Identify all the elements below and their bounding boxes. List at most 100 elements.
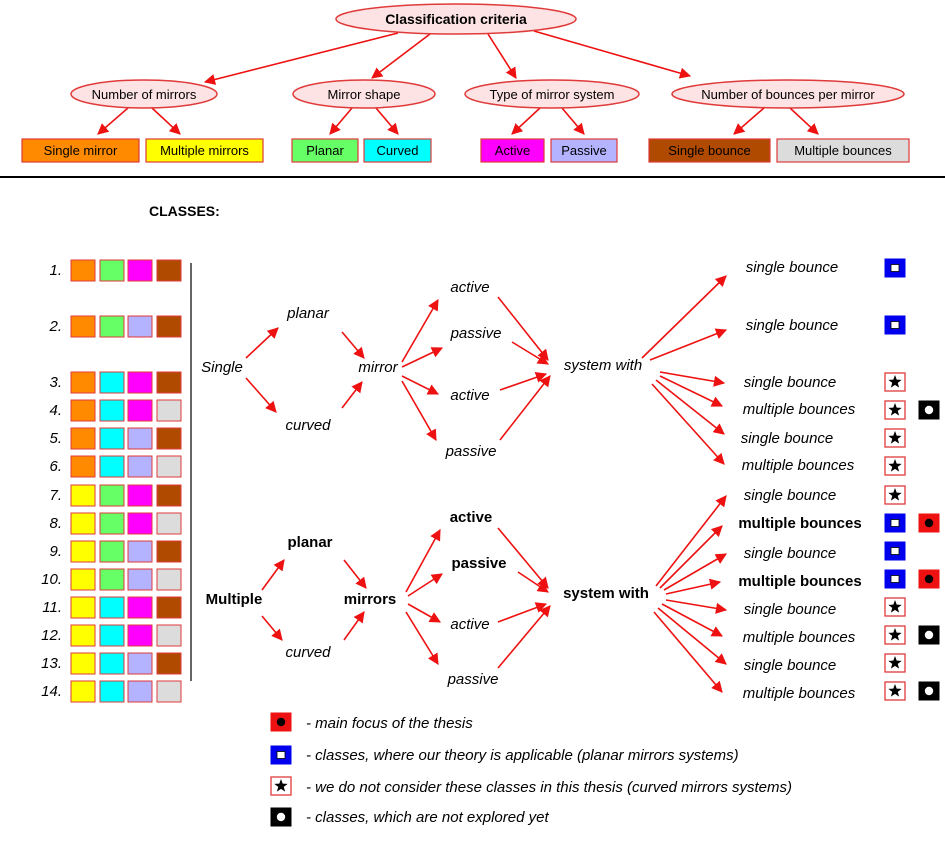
criterion-ellipse — [292, 79, 436, 109]
main-focus-icon — [918, 569, 940, 589]
connector-arrow — [665, 599, 728, 614]
class-color-swatch — [70, 399, 96, 422]
shape-node: planar — [287, 534, 332, 551]
connector-arrow — [641, 275, 727, 359]
option-label: Passive — [561, 143, 607, 158]
class-color-swatch — [70, 624, 96, 647]
connector-arrow — [245, 327, 279, 359]
class-color-swatch — [70, 315, 96, 338]
planar-theory-icon — [884, 569, 906, 589]
class-row: 8. — [49, 512, 182, 535]
class-color-swatch — [127, 455, 153, 478]
criterion-label: Type of mirror system — [490, 87, 615, 102]
connector-arrow — [341, 331, 365, 359]
curved-star-icon — [884, 653, 906, 673]
connector-arrow — [375, 107, 399, 135]
class-color-swatch — [156, 484, 182, 507]
connector-arrow — [261, 615, 283, 641]
connector-arrow — [343, 611, 365, 641]
legend: - main focus of the thesis - classes, wh… — [270, 712, 792, 827]
option-box — [776, 138, 910, 163]
connector-arrow — [533, 30, 692, 79]
leaf-label: multiple bounces — [738, 515, 861, 532]
connector-arrow — [245, 377, 277, 413]
class-color-swatch — [127, 259, 153, 282]
planar-theory-icon — [884, 315, 906, 335]
class-rows: 1.2.3.4.5.6.7.8.9.10.11.12.13.14. — [41, 259, 182, 703]
connector-arrow — [659, 371, 726, 387]
leaf-label: multiple bounces — [743, 401, 856, 418]
classes-heading: CLASSES: — [149, 203, 220, 219]
connector-arrow — [405, 611, 439, 665]
main-focus-icon — [918, 513, 940, 533]
legend-text: - classes, which are not explored yet — [306, 809, 549, 826]
connector-arrow — [511, 107, 541, 135]
leaf-label: multiple bounces — [742, 457, 855, 474]
class-number: 7. — [49, 487, 62, 504]
class-number: 13. — [41, 655, 62, 672]
option-label: Single mirror — [44, 143, 118, 158]
class-row: 2. — [48, 315, 182, 338]
connector-arrow — [499, 375, 551, 441]
leaf-label: single bounce — [744, 374, 837, 391]
class-number: 4. — [49, 402, 62, 419]
class-number: 1. — [49, 262, 62, 279]
class-color-swatch — [70, 568, 96, 591]
option-label: Curved — [377, 143, 419, 158]
connector-arrow — [663, 553, 727, 591]
legend-text: - classes, where our theory is applicabl… — [306, 747, 739, 764]
option-box — [648, 138, 771, 163]
class-color-swatch — [70, 484, 96, 507]
class-number: 10. — [41, 571, 62, 588]
connector-arrow — [659, 525, 723, 589]
class-color-swatch — [127, 680, 153, 703]
class-color-swatch — [127, 427, 153, 450]
connector-arrow — [487, 33, 517, 79]
class-color-swatch — [127, 315, 153, 338]
class-color-swatch — [127, 624, 153, 647]
connector-arrow — [733, 107, 765, 135]
connector-arrow — [659, 375, 724, 407]
class-row: 11. — [42, 596, 182, 619]
connector-arrow — [343, 559, 367, 589]
class-color-swatch — [99, 512, 125, 535]
shape-node: planar — [286, 305, 330, 322]
class-number: 12. — [41, 627, 62, 644]
class-number: 11. — [42, 599, 62, 616]
type-node: passive — [445, 443, 497, 460]
connector-arrow — [497, 527, 549, 589]
class-row: 10. — [41, 568, 182, 591]
class-number: 9. — [49, 543, 62, 560]
unexplored-icon — [270, 807, 292, 827]
criterion-ellipse — [70, 79, 218, 109]
main-focus-icon — [270, 712, 292, 732]
curved-star-icon — [270, 776, 292, 796]
connector-arrow — [405, 529, 441, 593]
curved-star-icon — [884, 597, 906, 617]
single-tree: Single planar curved mirror active passi… — [201, 259, 856, 474]
shape-node: curved — [285, 644, 331, 661]
system-node: system with — [563, 585, 649, 602]
leaf-symbols — [884, 258, 940, 701]
leaf-label: single bounce — [744, 601, 837, 618]
connector-arrow — [661, 603, 723, 637]
class-color-swatch — [127, 371, 153, 394]
connector-arrow — [561, 107, 585, 135]
leaf-label: single bounce — [744, 657, 837, 674]
class-color-swatch — [156, 568, 182, 591]
unexplored-icon — [918, 681, 940, 701]
class-number: 6. — [49, 458, 62, 475]
type-node: passive — [450, 325, 502, 342]
connector-arrow — [517, 571, 549, 593]
option-box — [145, 138, 264, 163]
curved-star-icon — [884, 400, 906, 420]
class-color-swatch — [99, 624, 125, 647]
option-label: Active — [495, 143, 530, 158]
class-color-swatch — [156, 427, 182, 450]
class-color-swatch — [127, 596, 153, 619]
class-color-swatch — [70, 371, 96, 394]
unexplored-icon — [918, 625, 940, 645]
type-node: passive — [447, 671, 499, 688]
connector-arrow — [97, 107, 129, 135]
connector-arrow — [401, 380, 437, 441]
